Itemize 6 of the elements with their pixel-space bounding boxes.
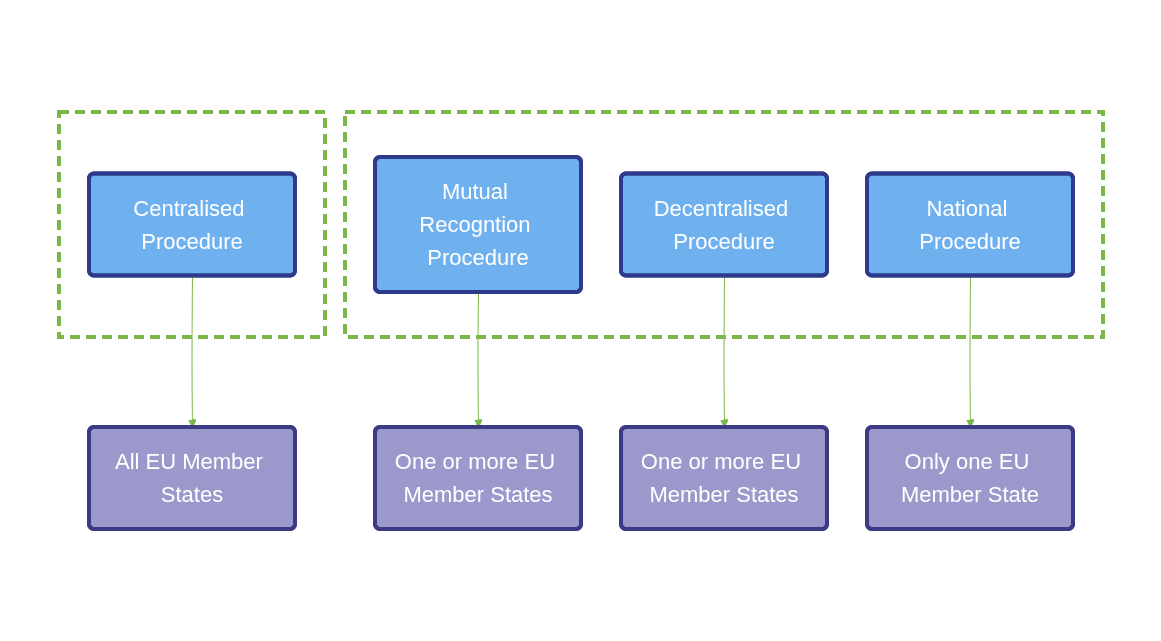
cluster: [56, 110, 327, 339]
arrow: [187, 275, 197, 428]
arrow: [719, 275, 729, 428]
arrow: [473, 292, 483, 428]
arrow: [965, 275, 975, 428]
cluster: [342, 110, 1105, 339]
